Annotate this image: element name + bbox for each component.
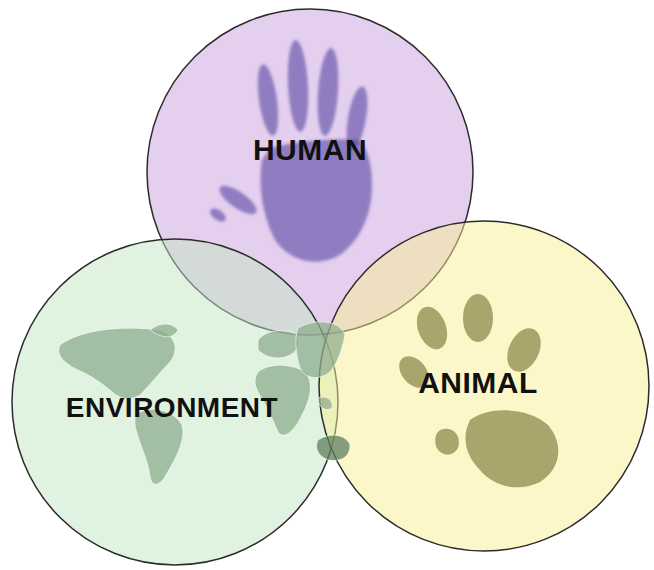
handprint [208, 40, 372, 262]
venn-circle: ANIMAL [318, 220, 650, 552]
paw-print [393, 294, 558, 487]
circle-label: ANIMAL [418, 366, 538, 400]
circle-label: ENVIRONMENT [66, 392, 278, 424]
world-map [59, 322, 350, 484]
circle-shape [319, 221, 649, 551]
circle-label: HUMAN [253, 133, 367, 167]
venn-circle: ENVIRONMENT [11, 238, 339, 566]
circle-shape [12, 239, 338, 565]
